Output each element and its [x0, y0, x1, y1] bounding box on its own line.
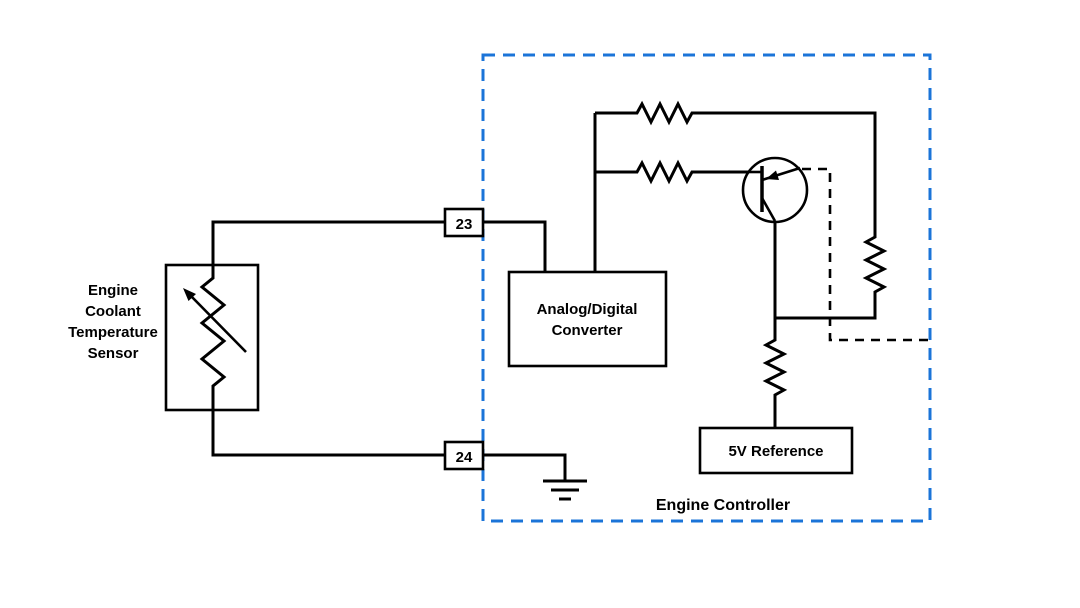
sensor-label-line2: Coolant — [85, 303, 141, 320]
reference-box — [698, 426, 854, 475]
terminal-24-box — [443, 440, 485, 471]
coolant-sensor — [164, 263, 260, 412]
terminal24-to-ground-wire — [483, 453, 567, 480]
transistor-emitter-arrowhead — [766, 170, 779, 180]
ground-icon — [543, 479, 587, 501]
adc-label-line2: Converter — [552, 322, 623, 339]
adc-box — [507, 270, 668, 368]
five-volt-reference: 5V Reference — [698, 426, 854, 475]
controller-label: Engine Controller — [656, 497, 790, 514]
reference-label: 5V Reference — [728, 443, 823, 460]
terminal23-to-adc-wire — [483, 220, 547, 272]
base-resistor-icon — [595, 159, 748, 185]
output-signal-dashed-wire — [802, 167, 930, 342]
thermistor-arrowhead — [183, 288, 196, 301]
terminal-24: 24 — [443, 440, 485, 471]
sensor-label: Engine Coolant Temperature Sensor — [68, 282, 158, 362]
pullup-resistor-icon — [595, 100, 888, 320]
reference-resistor-icon — [762, 222, 788, 428]
terminal-23: 23 — [443, 207, 485, 238]
terminal-24-label: 24 — [456, 449, 473, 466]
adc-converter: Analog/Digital Converter — [507, 270, 668, 368]
adc-label-line1: Analog/Digital — [537, 301, 638, 318]
engine-controller-boundary: Engine Controller — [481, 53, 932, 523]
sensor-label-line1: Engine — [88, 282, 138, 299]
thermistor-arrow-shaft — [189, 294, 247, 353]
sensor-label-line4: Sensor — [88, 345, 139, 362]
sensor-top-wire — [211, 220, 445, 265]
transistor-collector — [760, 197, 777, 222]
sensor-label-line3: Temperature — [68, 324, 158, 341]
thermistor-icon — [183, 265, 247, 410]
pullup-branch — [595, 100, 888, 320]
terminal-23-label: 23 — [456, 216, 473, 233]
transistor-icon — [741, 156, 809, 224]
thermistor-zigzag — [199, 265, 227, 410]
base-branch — [595, 159, 748, 185]
sensor-bottom-wire — [211, 410, 445, 457]
controller-dashed-border — [481, 53, 932, 523]
